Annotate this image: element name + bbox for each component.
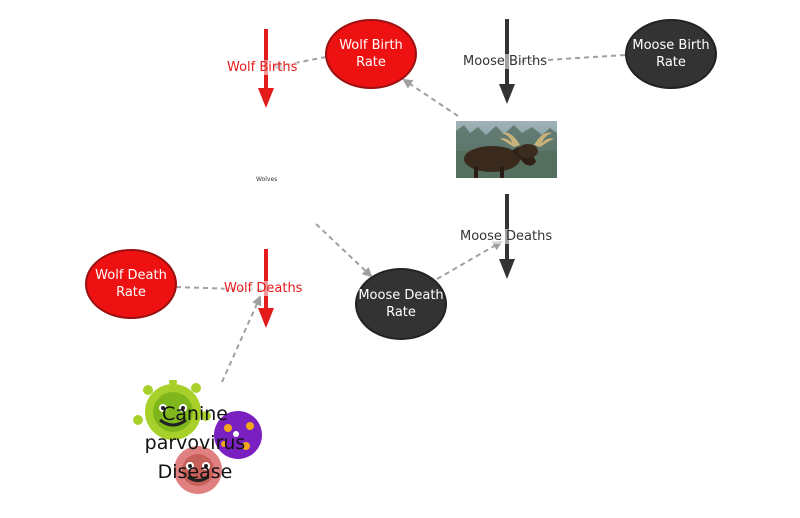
wolf-births-label[interactable]: Wolf Births xyxy=(227,60,298,75)
link-wolves-to-moose-death-rate[interactable] xyxy=(315,223,373,278)
moose-death-rate-label: Moose Death Rate xyxy=(358,288,444,320)
pink-virus-icon xyxy=(174,446,222,494)
link-moose-to-wolf-birth-rate[interactable] xyxy=(402,78,459,117)
wolf-birth-rate-node[interactable]: Wolf Birth Rate xyxy=(325,19,417,89)
flow-wolf-births-arrow[interactable] xyxy=(258,29,274,108)
moose-death-rate-node[interactable]: Moose Death Rate xyxy=(355,268,447,340)
link-disease-to-wolf-deaths[interactable] xyxy=(221,295,262,383)
flow-wolf-deaths-arrow[interactable] xyxy=(258,249,274,328)
wolf-deaths-label[interactable]: Wolf Deaths xyxy=(224,281,303,296)
moose-births-label[interactable]: Moose Births xyxy=(463,54,548,69)
moose-stock-image[interactable] xyxy=(456,121,557,178)
wolves-stock-label[interactable]: Wolves xyxy=(256,176,278,183)
wolf-death-rate-label: Wolf Death Rate xyxy=(95,268,167,300)
link-moose-death-rate-to-deaths[interactable] xyxy=(436,240,503,280)
wolf-death-rate-node[interactable]: Wolf Death Rate xyxy=(85,249,177,319)
disease-clipart[interactable] xyxy=(128,380,288,500)
moose-birth-rate-label: Moose Birth Rate xyxy=(632,38,710,70)
wolf-birth-rate-label: Wolf Birth Rate xyxy=(339,38,403,70)
moose-deaths-label[interactable]: Moose Deaths xyxy=(460,229,553,244)
flow-moose-births-arrow[interactable] xyxy=(499,19,515,104)
purple-virus-icon xyxy=(214,411,262,459)
disease-label[interactable]: Canine parvovirus Disease xyxy=(144,403,246,483)
green-virus-icon xyxy=(133,380,211,440)
flow-moose-deaths-arrow[interactable] xyxy=(499,194,515,279)
moose-birth-rate-node[interactable]: Moose Birth Rate xyxy=(625,19,717,89)
